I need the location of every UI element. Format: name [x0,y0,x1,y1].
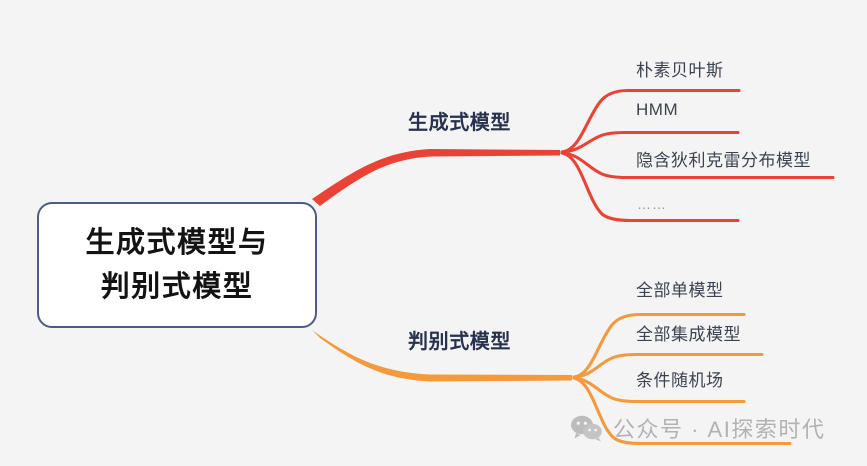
watermark: 公众号 · AI探索时代 [570,412,825,444]
leaf-label-all-ensemble-models[interactable]: 全部集成模型 [636,325,741,344]
leaf-label-crf[interactable]: 条件随机场 [636,371,724,390]
root-title-line-1: 生成式模型与 [85,226,269,259]
leaf-label-hmm[interactable]: HMM [636,100,679,119]
root-node[interactable]: 生成式模型与 判别式模型 [37,202,317,328]
branch-label-discriminative[interactable]: 判别式模型 [408,331,511,353]
watermark-text: 公众号 · AI探索时代 [613,417,826,442]
generative-trunk [312,149,560,206]
branch-label-generative[interactable]: 生成式模型 [408,112,511,134]
wechat-icon [571,415,602,442]
leaf-label-all-single-models[interactable]: 全部单模型 [636,281,724,300]
leaf-label-naive-bayes[interactable]: 朴素贝叶斯 [636,61,724,80]
leaf-label-lda[interactable]: 隐含狄利克雷分布模型 [636,151,811,170]
root-title-line-2: 判别式模型 [100,271,254,303]
leaf-label-generative-more[interactable]: …… [637,196,667,212]
